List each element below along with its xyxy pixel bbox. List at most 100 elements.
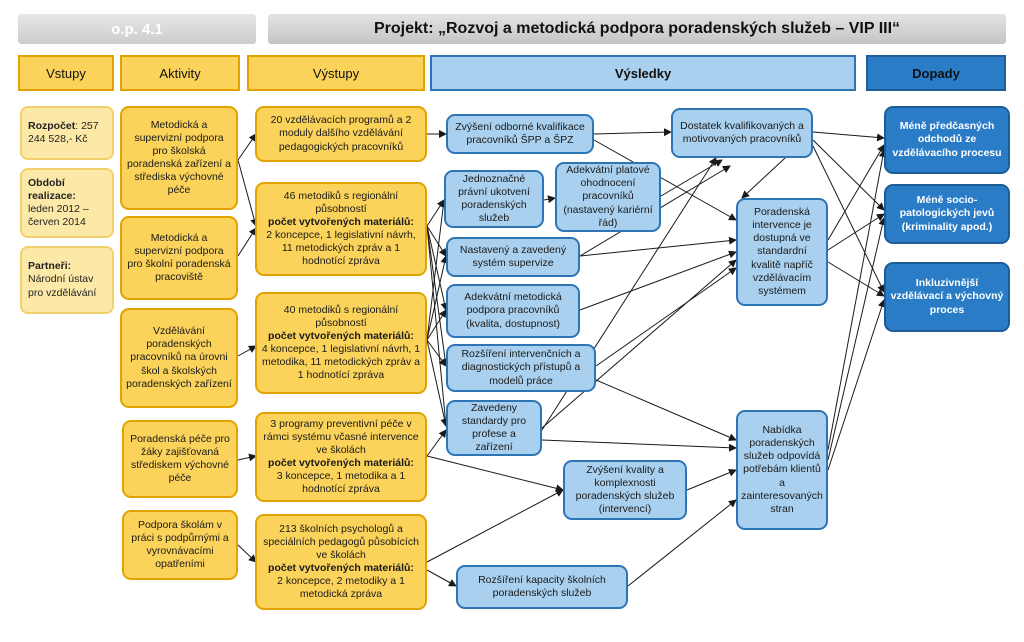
column-header-vysledky: Výsledky (430, 55, 856, 91)
column-title: Vstupy (46, 65, 86, 81)
output-text: 40 metodiků s regionální působností (283, 303, 399, 329)
connector-arrow (827, 149, 887, 451)
output-materials-label: počet vytvořených materiálů: (268, 329, 414, 342)
result-availability: Poradenská intervence je dostupná ve sta… (736, 198, 828, 306)
connector-arrow (426, 569, 457, 587)
connector-arrow (593, 139, 737, 221)
connector-arrow (827, 217, 887, 461)
output-4: 3 programy preventivní péče v rámci syst… (255, 412, 427, 502)
connector-arrow (543, 195, 556, 204)
output-5: 213 školních psychologů a speciálních pe… (255, 514, 427, 610)
result-text: Zvýšení odborné kvalifikace pracovníků Š… (455, 120, 585, 146)
connector-arrow (426, 199, 448, 341)
input-value: Národní ústav pro vzdělávání (28, 273, 97, 299)
result-capacity: Rozšíření kapacity školních poradenských… (456, 565, 628, 609)
connector-arrow (595, 379, 737, 441)
result-text: Adekvátní metodická podpora pracovníků (… (464, 291, 562, 330)
column-title: Výsledky (614, 65, 672, 81)
output-materials: 2 koncepce, 1 legislativní návrh, 11 met… (266, 229, 416, 268)
impact-pathology: Méně socio-patologických jevů (kriminali… (884, 184, 1010, 244)
program-label: o.p. 4.1 (111, 20, 163, 38)
output-2: 46 metodiků s regionální působností poče… (255, 182, 427, 276)
result-salary: Adekvátní platové ohodnocení pracovníků … (555, 162, 661, 232)
connector-arrow (426, 255, 449, 341)
input-value: : 257 244 528,- Kč (28, 119, 99, 145)
connector-arrow (827, 213, 885, 251)
connector-arrow (237, 159, 259, 227)
output-materials: 3 koncepce, 1 metodika a 1 hodnotící zpr… (276, 470, 406, 496)
connector-arrow (426, 489, 564, 563)
connector-arrow (237, 227, 257, 257)
output-materials-label: počet vytvořených materiálů: (268, 562, 414, 574)
connector-arrow (579, 236, 737, 257)
column-title: Dopady (912, 65, 960, 81)
result-text: Rozšíření kapacity školních poradenských… (478, 573, 606, 599)
column-header-vystupy: Výstupy (247, 55, 425, 91)
connector-arrow (627, 499, 737, 587)
connector-arrow (827, 144, 885, 241)
connector-arrow (426, 429, 447, 457)
output-text: 20 vzdělávacích programů a 2 moduly dalš… (270, 114, 412, 153)
result-staff: Dostatek kvalifikovaných a motivovaných … (671, 108, 813, 158)
output-text: 213 školních psychologů a speciálních pe… (263, 522, 419, 561)
input-value: leden 2012 – červen 2014 (28, 203, 89, 229)
activity-text: Metodická a supervizní podpora pro škols… (127, 118, 231, 197)
output-materials: 4 koncepce, 1 legislativní návrh, 1 meto… (261, 343, 421, 382)
connector-arrow (237, 453, 257, 462)
result-text: Dostatek kvalifikovaných a motivovaných … (680, 119, 804, 145)
program-header: o.p. 4.1 (18, 14, 256, 44)
result-qualification: Zvýšení odborné kvalifikace pracovníků Š… (446, 114, 594, 154)
connector-arrow (237, 544, 257, 563)
activity-3: Vzdělávání poradenských pracovníků na úr… (120, 308, 238, 408)
connector-arrow (426, 339, 449, 427)
connector-arrow (426, 225, 450, 427)
connector-arrow (593, 128, 672, 137)
result-approaches: Rozšíření intervenčních a diagnostických… (446, 344, 596, 392)
connector-arrow (426, 455, 564, 493)
result-text: Rozšíření intervenčních a diagnostických… (461, 348, 581, 387)
result-text: Adekvátní platové ohodnocení pracovníků … (563, 164, 653, 229)
column-title: Aktivity (159, 65, 201, 81)
activity-text: Vzdělávání poradenských pracovníků na úr… (126, 325, 232, 390)
activity-text: Metodická a supervizní podpora pro školn… (127, 231, 231, 284)
connector-arrow (579, 250, 737, 311)
result-text: Poradenská intervence je dostupná ve sta… (751, 206, 813, 297)
connector-arrow (812, 131, 885, 142)
input-period: Období realizace: leden 2012 – červen 20… (20, 168, 114, 238)
connector-arrow (237, 345, 257, 357)
column-header-dopady: Dopady (866, 55, 1006, 91)
impact-dropout: Méně předčasných odchodů ze vzdělávacího… (884, 106, 1010, 174)
activity-5: Podpora školám v práci s podpůrnými a vy… (122, 510, 238, 580)
result-methodical-support: Adekvátní metodická podpora pracovníků (… (446, 284, 580, 338)
activity-text: Podpora školám v práci s podpůrnými a vy… (131, 518, 229, 571)
result-standards: Zavedeny standardy pro profese a zařízen… (446, 400, 542, 456)
activity-1: Metodická a supervizní podpora pro škols… (120, 106, 238, 210)
output-materials-label: počet vytvořených materiálů: (268, 457, 414, 469)
input-label: Rozpočet (28, 119, 76, 132)
connector-arrow (426, 225, 449, 311)
result-text: Zavedeny standardy pro profese a zařízen… (461, 401, 527, 454)
result-text: Jednoznačné právní ukotvení poradenských… (458, 172, 530, 225)
result-quality: Zvýšení kvality a komplexnosti poradensk… (563, 460, 687, 520)
connector-arrow (426, 225, 447, 257)
output-materials: 2 koncepce, 2 metodiky a 1 metodická zpr… (277, 575, 405, 601)
output-text: 46 metodiků s regionální působností (283, 189, 399, 215)
impact-text: Inkluzivnější vzdělávací a výchovný proc… (890, 277, 1004, 316)
result-text: Nabídka poradenských služeb odpovídá pot… (741, 424, 823, 515)
column-header-aktivity: Aktivity (120, 55, 240, 91)
result-offer: Nabídka poradenských služeb odpovídá pot… (736, 410, 828, 530)
project-header: Projekt: „Rozvoj a metodická podpora por… (268, 14, 1006, 44)
connector-arrow (426, 339, 447, 367)
impact-inclusion: Inkluzivnější vzdělávací a výchovný proc… (884, 262, 1010, 332)
connector-arrow (595, 267, 737, 367)
activity-2: Metodická a supervizní podpora pro školn… (120, 216, 238, 300)
connector-arrow (541, 259, 737, 429)
connector-arrow (237, 133, 257, 161)
connector-arrow (426, 309, 447, 341)
connector-arrow (812, 139, 885, 211)
result-legal: Jednoznačné právní ukotvení poradenských… (444, 170, 544, 228)
output-1: 20 vzdělávacích programů a 2 moduly dalš… (255, 106, 427, 162)
activity-text: Poradenská péče pro žáky zajišťovaná stř… (130, 432, 230, 485)
impact-text: Méně předčasných odchodů ze vzdělávacího… (892, 120, 1002, 159)
column-title: Výstupy (312, 65, 360, 81)
